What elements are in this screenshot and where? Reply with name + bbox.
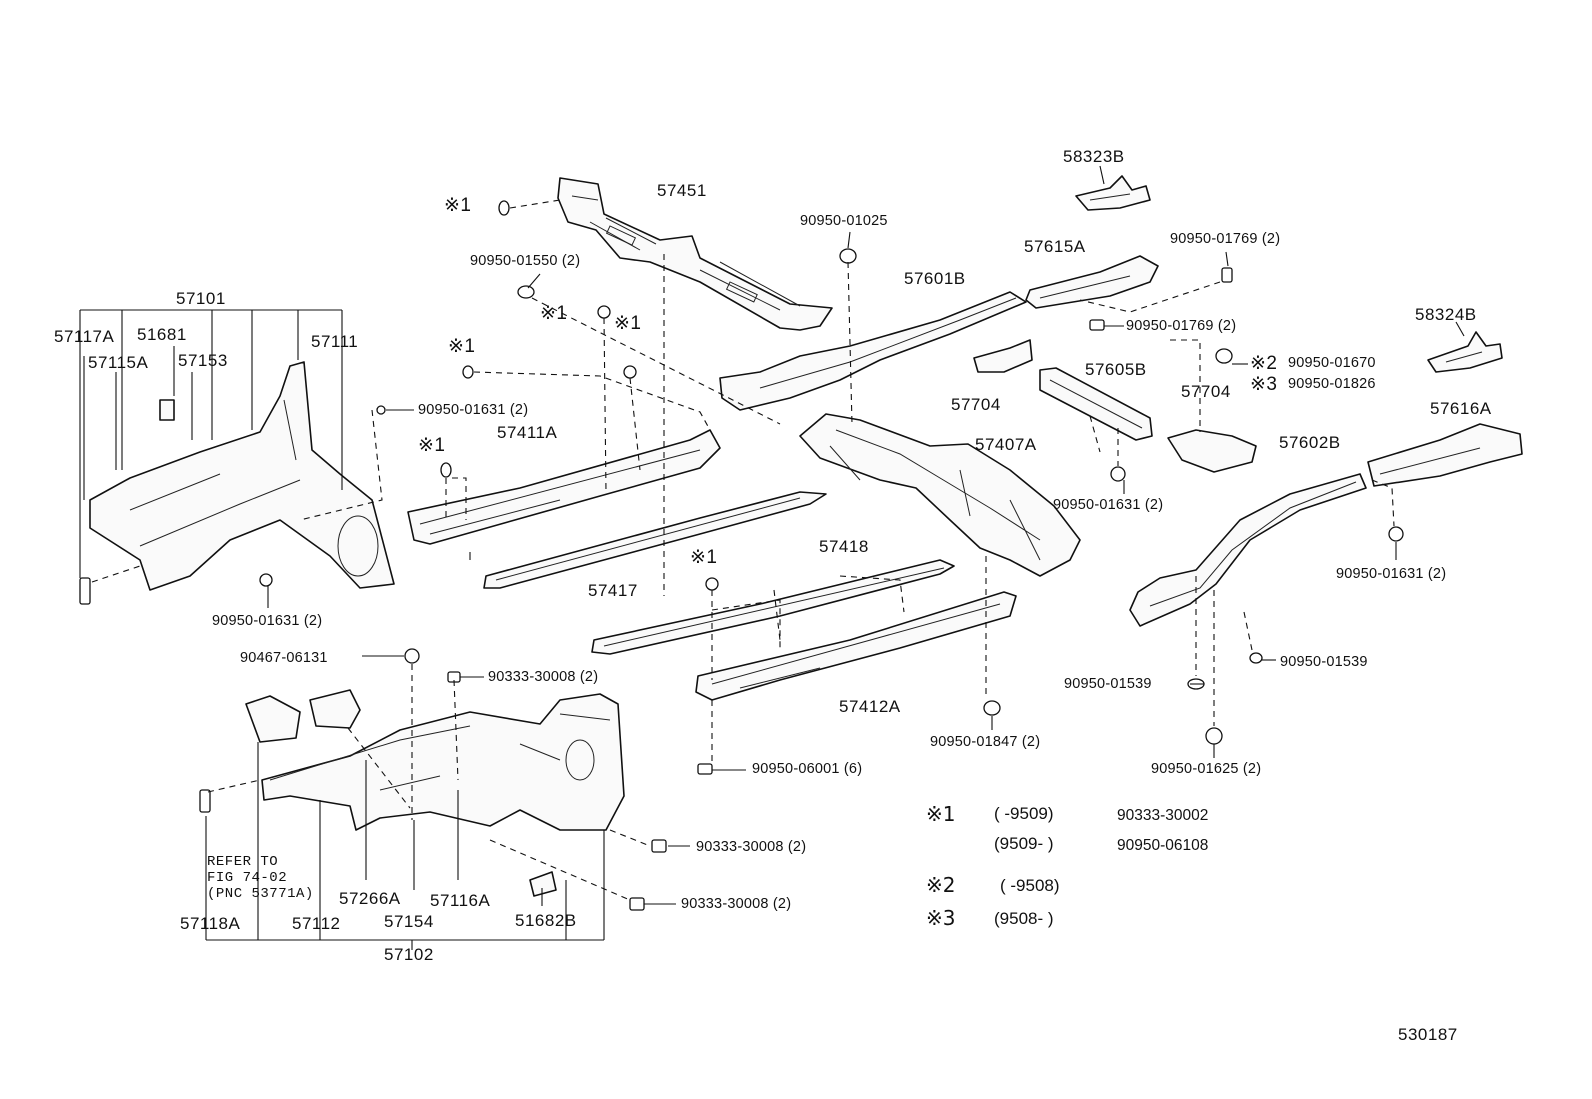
guide-lines [91, 199, 1395, 901]
label-57451: 57451 [657, 181, 707, 200]
label-90950-01025: 90950-01025 [800, 213, 888, 229]
label-57704-left: 57704 [951, 395, 1001, 414]
label-57154: 57154 [384, 912, 434, 931]
label-57615a: 57615A [1024, 237, 1086, 256]
note-2-mark: ※2 [926, 873, 956, 897]
mark-1-c: ※1 [448, 336, 476, 357]
label-57407a: 57407A [975, 435, 1037, 454]
label-57418: 57418 [819, 537, 869, 556]
refer-line-3: (PNC 53771A) [207, 886, 314, 902]
part-57602b-shape [1129, 473, 1367, 627]
label-57411a: 57411A [497, 423, 558, 442]
note-3-mark: ※3 [926, 906, 956, 930]
leader-lines [79, 165, 1465, 950]
label-51682b: 51682B [515, 911, 577, 930]
label-57601b: 57601B [904, 269, 966, 288]
label-90950-01631-left: 90950-01631 (2) [418, 402, 529, 418]
diagram-id: 530187 [1398, 1025, 1458, 1044]
label-90950-01769-mid: 90950-01769 (2) [1126, 318, 1237, 334]
part-57102-shape [245, 689, 625, 897]
label-51681: 51681 [137, 325, 187, 344]
part-57451-shape [557, 177, 833, 331]
note-1b-range: (9509- ) [994, 834, 1054, 853]
part-57418-shape [591, 559, 955, 655]
label-57118a: 57118A [180, 914, 241, 933]
mark-2: ※2 [1250, 353, 1278, 374]
note-1-mark: ※1 [926, 802, 956, 826]
label-90333-30008-mid: 90333-30008 (2) [696, 839, 807, 855]
label-57704-right: 57704 [1181, 382, 1231, 401]
label-90950-01670: 90950-01670 [1288, 355, 1376, 371]
refer-line-1: REFER TO [207, 854, 279, 870]
mark-1-b: ※1 [614, 313, 642, 334]
part-57704-left-shape [973, 339, 1033, 373]
part-57411a-shape [407, 429, 721, 545]
refer-line-2: FIG 74-02 [207, 870, 288, 886]
label-90467-06131: 90467-06131 [240, 650, 328, 666]
part-58323b-shape [1075, 175, 1151, 211]
label-58323b: 58323B [1063, 147, 1125, 166]
part-57704-right-shape [1167, 429, 1257, 473]
part-57615a-shape [1025, 255, 1159, 309]
label-57115a: 57115A [88, 353, 149, 372]
label-90950-01769-top: 90950-01769 (2) [1170, 231, 1281, 247]
mark-3: ※3 [1250, 374, 1278, 395]
mark-1-e: ※1 [690, 547, 718, 568]
part-57101-shape [89, 361, 395, 591]
label-90950-01631-center: 90950-01631 (2) [1053, 497, 1164, 513]
label-90333-30008-bottom: 90333-30008 (2) [681, 896, 792, 912]
label-57412a: 57412A [839, 697, 901, 716]
part-57616a-shape [1367, 423, 1523, 487]
label-57116a: 57116A [430, 891, 491, 910]
label-90950-01550: 90950-01550 (2) [470, 253, 581, 269]
mark-1-a: ※1 [540, 303, 568, 324]
label-90950-01826: 90950-01826 [1288, 376, 1376, 392]
mark-1-top: ※1 [444, 195, 472, 216]
label-90950-06001: 90950-06001 (6) [752, 761, 863, 777]
label-57153: 57153 [178, 351, 228, 370]
part-57417-shape [483, 491, 827, 589]
label-57112: 57112 [292, 914, 341, 933]
label-57102: 57102 [384, 945, 434, 964]
label-57117a: 57117A [54, 327, 115, 346]
note-2-range: ( -9508) [1000, 876, 1060, 895]
label-57605b: 57605B [1085, 360, 1147, 379]
part-57407a-shape [799, 413, 1081, 577]
note-3-range: (9508- ) [994, 909, 1054, 928]
label-57101: 57101 [176, 289, 226, 308]
part-57605b-shape [1039, 367, 1153, 441]
note-1-part: 90333-30002 [1117, 807, 1209, 824]
label-57266a: 57266A [339, 889, 401, 908]
label-57111: 57111 [311, 332, 359, 351]
label-90950-01631-right: 90950-01631 (2) [1336, 566, 1447, 582]
label-90950-01631-bottom-left: 90950-01631 (2) [212, 613, 323, 629]
part-58324b-shape [1427, 331, 1503, 373]
label-58324b: 58324B [1415, 305, 1477, 324]
label-57417: 57417 [588, 581, 638, 600]
label-90950-01539-right: 90950-01539 [1280, 654, 1368, 670]
label-57602b: 57602B [1279, 433, 1341, 452]
label-90950-01539-left: 90950-01539 [1064, 676, 1152, 692]
label-90333-30008-top: 90333-30008 (2) [488, 669, 599, 685]
label-90950-01625: 90950-01625 (2) [1151, 761, 1262, 777]
label-57616a: 57616A [1430, 399, 1492, 418]
mark-1-d: ※1 [418, 435, 446, 456]
note-1-range: ( -9509) [994, 804, 1054, 823]
fasteners [79, 200, 1404, 911]
part-57412a-shape [695, 591, 1017, 701]
label-90950-01847: 90950-01847 (2) [930, 734, 1041, 750]
note-1b-part: 90950-06108 [1117, 837, 1209, 854]
